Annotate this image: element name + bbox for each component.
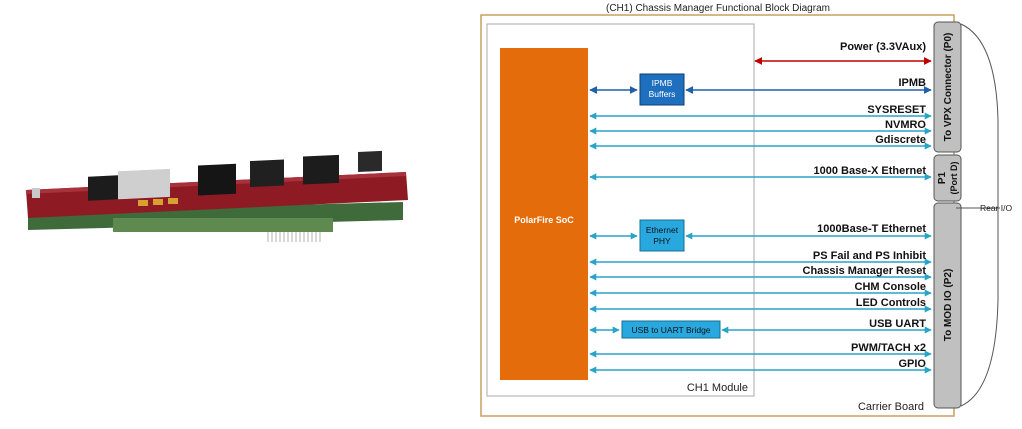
connector-p0 [933,21,962,153]
usb-connector [32,188,40,198]
signal-label: PS Fail and PS Inhibit [813,250,926,262]
signal-label: IPMB [899,77,927,89]
ethernet-phy-block [639,219,685,252]
connector-p2 [933,202,962,409]
connector-p0-label: To VPX Connector (P0) [943,33,954,142]
signal-label: 1000Base-T Ethernet [817,223,926,235]
chip [250,159,284,188]
ipmb-buffers-label-2: Buffers [649,89,676,99]
signal-label: PWM/TACH x2 [851,342,926,354]
signal-label: Power (3.3VAux) [840,41,926,53]
signal-label: Gdiscrete [875,134,926,146]
signal-label: NVMRO [885,119,926,131]
chip [303,154,339,185]
ethernet-phy-label-1: Ethernet [646,225,679,235]
signal-label: Chassis Manager Reset [803,265,927,277]
soc-block [500,48,588,380]
ipmb-buffers-label-1: IPMB [652,78,673,88]
board-image [26,150,408,242]
usb-uart-bridge-block [621,320,721,339]
signal-label: LED Controls [856,297,926,309]
chip [88,175,118,201]
signal-arrows [589,57,932,374]
signal-label: USB UART [869,318,926,330]
product-photo [18,150,418,260]
chip [358,150,382,172]
rear-io-bracket [960,23,999,407]
connector-p2-label: To MOD IO (P2) [943,269,954,342]
pin-header [267,232,321,242]
usb-uart-bridge-label: USB to UART Bridge [631,325,710,335]
signal-label: SYSRESET [867,104,926,116]
carrier-board-label: Carrier Board [858,401,924,413]
connector-p1-label-1: P1 [937,171,948,184]
connector-p1-label-2: (Port D) [949,162,959,195]
module-label: CH1 Module [687,382,748,394]
soc-chip [198,163,236,196]
signal-label: GPIO [898,358,926,370]
signal-labels: Power (3.3VAux) IPMB SYSRESET NVMRO Gdis… [803,41,927,370]
connector-p1 [933,154,962,202]
board-lower [113,218,333,232]
ipmb-buffers-block [639,73,685,106]
ethernet-phy-label-2: PHY [653,236,671,246]
soc-label: PolarFire SoC [514,215,574,225]
rear-io-label: Rear I/O [980,203,1013,213]
label-sticker [118,168,170,200]
signal-label: CHM Console [855,281,927,293]
diagram-title: (CH1) Chassis Manager Functional Block D… [606,3,830,14]
signal-label: 1000 Base-X Ethernet [814,165,927,177]
